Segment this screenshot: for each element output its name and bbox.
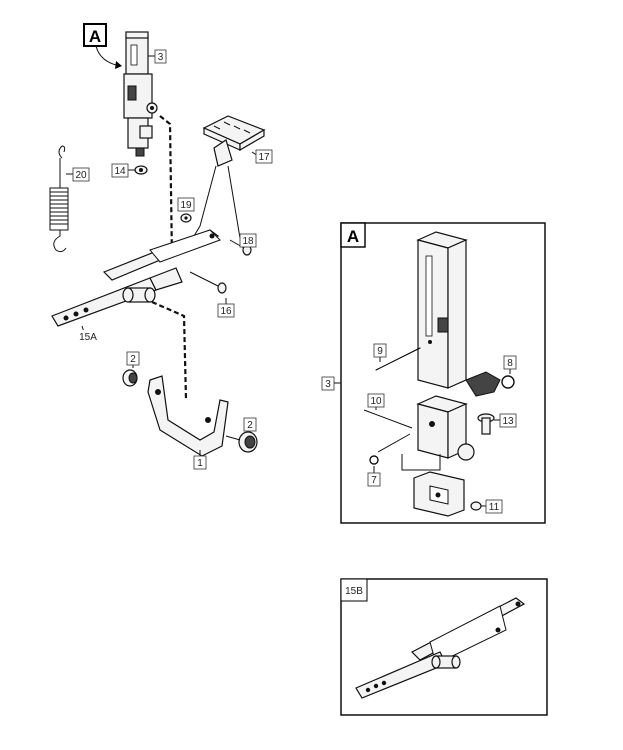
bolt-18: 18 [229, 233, 257, 256]
callout-box-a: A [83, 23, 122, 69]
svg-text:16: 16 [220, 306, 232, 317]
detail-a-label: A [347, 227, 359, 246]
svg-text:2: 2 [130, 354, 136, 365]
inset-housing [416, 395, 475, 461]
bushing-2-left: 2 [122, 351, 140, 387]
lever-15b [355, 597, 526, 699]
nut-19: 19 [177, 197, 195, 223]
bushing-2-right: 2 [225, 417, 258, 453]
svg-text:9: 9 [377, 346, 383, 357]
pin-9: 9 [373, 343, 421, 371]
inset-bracket [401, 454, 465, 517]
svg-text:19: 19 [180, 200, 192, 211]
svg-text:8: 8 [507, 358, 513, 369]
detail-15b-label: 15B [345, 586, 363, 597]
bolt-16: 16 [189, 271, 235, 318]
pedal-17: 17 [193, 115, 273, 239]
svg-text:1: 1 [197, 458, 203, 469]
bracket-1: 1 [147, 375, 229, 470]
dashed-connector-1 [159, 115, 174, 259]
svg-text:2: 2 [247, 420, 253, 431]
svg-text:3: 3 [325, 379, 331, 390]
svg-text:15A: 15A [79, 332, 97, 343]
knob-8: 8 [465, 355, 517, 397]
svg-text:10: 10 [370, 396, 382, 407]
tube-assembly-3 [123, 31, 158, 157]
svg-text:3: 3 [158, 52, 164, 63]
svg-text:11: 11 [489, 502, 500, 513]
svg-text:20: 20 [75, 170, 87, 181]
nut-14: 14 [111, 163, 148, 178]
svg-text:17: 17 [258, 152, 270, 163]
lever-15a: 15A [51, 229, 221, 343]
clip-7: 7 [367, 455, 381, 487]
nut-11: 11 [470, 499, 503, 514]
pin-10: 10 [363, 393, 413, 453]
callout-a-label: A [89, 27, 101, 46]
bolt-13: 13 [477, 413, 517, 435]
svg-text:18: 18 [242, 236, 254, 247]
spring-20: 20 [49, 145, 90, 253]
svg-text:7: 7 [371, 475, 377, 486]
label-3: 3 [154, 49, 167, 64]
dashed-connector-2 [151, 300, 188, 401]
label-3-inset: 3 [321, 376, 341, 391]
inset-tube [416, 231, 468, 389]
svg-text:14: 14 [114, 166, 126, 177]
svg-text:13: 13 [502, 416, 514, 427]
